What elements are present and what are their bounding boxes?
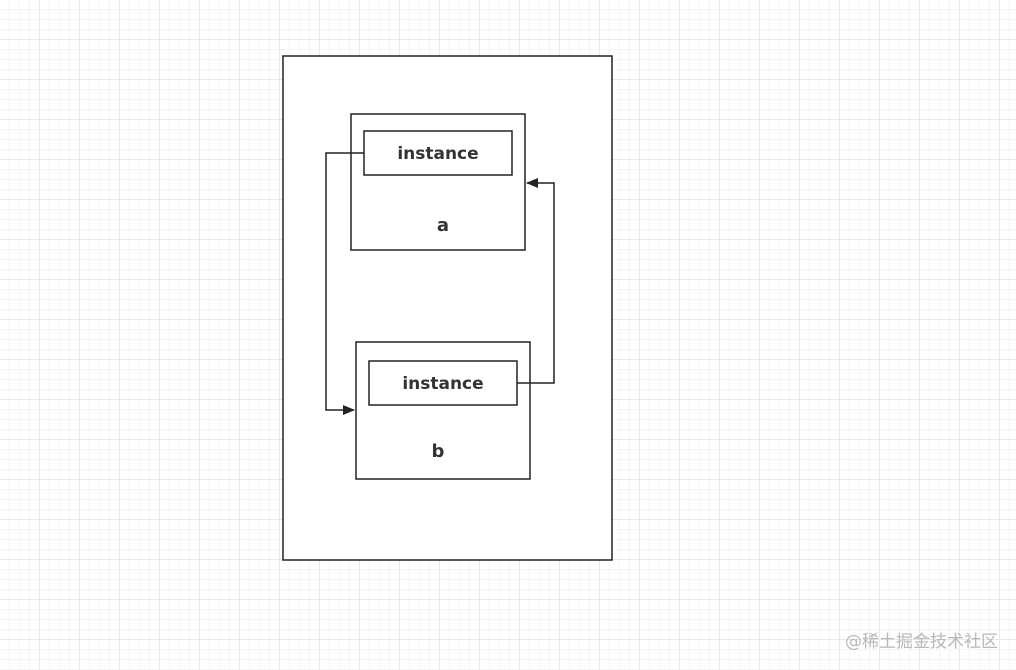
node-b-label: b (432, 441, 445, 462)
edge-a-instance-to-b (325, 152, 364, 415)
node-a-label: a (437, 215, 449, 236)
edge-b-instance-to-a (517, 178, 555, 384)
node-b: instance b (355, 341, 531, 480)
node-a-instance-box (363, 130, 513, 176)
node-a: instance a (350, 113, 526, 251)
node-b-instance-label: instance (402, 374, 483, 394)
watermark: @稀土掘金技术社区 (845, 632, 998, 652)
node-a-instance-label: instance (397, 144, 478, 164)
node-b-instance-box (368, 360, 518, 406)
